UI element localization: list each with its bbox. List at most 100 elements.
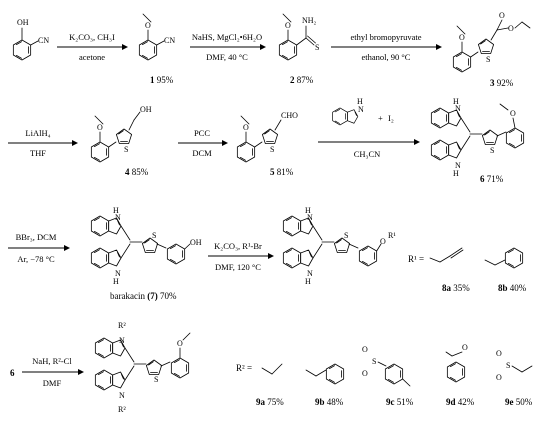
compound-8a-label: 8a 35% <box>442 283 470 293</box>
cho-label: CHO <box>281 111 298 120</box>
nh-label: H <box>113 277 119 286</box>
compound-9e-label: 9e 50% <box>505 397 533 407</box>
s-label: S <box>344 231 348 240</box>
r3-below: ethanol, 90 °C <box>362 52 411 62</box>
compound-6-label: 6 71% <box>480 174 504 184</box>
substituent-9c-tosyl: S O O <box>362 345 411 387</box>
arrow-r5: PCC DCM <box>178 128 228 158</box>
substituent-8b-benzyl <box>484 247 524 269</box>
compound-9c-label: 9c 51% <box>386 397 414 407</box>
oh-label: OH <box>17 18 29 27</box>
n-label: N <box>119 391 125 400</box>
r6-below: CH₃CN <box>354 149 381 159</box>
r9-above: NaH, R²-Cl <box>32 356 72 366</box>
n-label: N <box>115 269 121 278</box>
r8-above: K₂CO₃, R¹-Br <box>214 241 262 251</box>
start-phenol: OH CN <box>12 18 49 61</box>
arrow-r1: K₂CO₃, CH₃I acetone <box>57 32 128 62</box>
r5-above: PCC <box>194 128 210 138</box>
arrow-r9: NaH, R²-Cl DMF <box>22 356 84 388</box>
nh-label: H <box>305 277 311 286</box>
o-label: O <box>499 11 505 20</box>
n-label: N <box>455 161 461 170</box>
r2-below: DMF, 40 °C <box>206 52 248 62</box>
r2-above: NaHS, MgCl₂•6H₂O <box>192 32 262 42</box>
substituent-9e-ethylsulfonyl: S O O <box>496 349 533 382</box>
s-label: S <box>124 145 128 154</box>
r4-above: LiAlH₄ <box>25 128 50 138</box>
nh-label: H <box>453 97 459 106</box>
nh-label: H <box>305 206 311 215</box>
substituent-9a-ethyl <box>261 363 283 375</box>
r2-label: R² <box>118 405 126 414</box>
compound-5-structure: O S CHO <box>236 111 298 163</box>
o-label: O <box>362 345 368 354</box>
o-label: O <box>459 33 465 42</box>
r2-definition: R² = <box>236 363 252 373</box>
compound-3-label: 3 92% <box>490 78 514 88</box>
o-label: O <box>496 349 502 358</box>
r7-above: BBr₃, DCM <box>16 232 57 242</box>
s-label: S <box>506 361 510 370</box>
compound-4-label: 4 85% <box>125 167 149 177</box>
compound-6-structure: H N N H S O <box>431 97 525 178</box>
r9-below: DMF <box>43 378 62 388</box>
r8-below: DMF, 120 °C <box>215 262 261 272</box>
arrow-r3: ethyl bromopyruvate ethanol, 90 °C <box>331 32 442 62</box>
n-label: N <box>307 269 313 278</box>
o-label: O <box>380 237 386 246</box>
cn-label: CN <box>164 36 175 45</box>
s-label: S <box>486 55 490 64</box>
substituent-8a-propargyl <box>429 247 464 263</box>
r3-above: ethyl bromopyruvate <box>350 32 421 42</box>
indole-nh-label: H <box>357 97 363 106</box>
r4-below: THF <box>30 148 46 158</box>
compound-9a-label: 9a 75% <box>256 397 284 407</box>
nh2-label: NH₂ <box>302 16 317 25</box>
substituent-9b-benzyl <box>305 363 345 385</box>
r1-above: K₂CO₃, CH₃I <box>69 32 115 42</box>
r1-below: acetone <box>79 52 105 62</box>
o-label: O <box>145 21 151 30</box>
s-label: S <box>270 145 274 154</box>
reactant-6-label: 6 <box>10 368 15 378</box>
n-label: N <box>115 213 121 222</box>
oh-label: OH <box>140 105 152 114</box>
arrow-r6: H N + I₂ CH₃CN <box>318 97 420 159</box>
o-label: O <box>285 21 291 30</box>
r7-below: Ar, −78 °C <box>17 254 55 264</box>
arrow-r2: NaHS, MgCl₂•6H₂O DMF, 40 °C <box>190 32 266 62</box>
s-label: S <box>490 146 494 155</box>
o-label: O <box>508 24 514 33</box>
plus-sign: + <box>378 113 383 123</box>
s-label: S <box>154 375 158 384</box>
compound-3-structure: O S O O <box>452 11 531 73</box>
compound-9d-label: 9d 42% <box>446 397 475 407</box>
o-label: O <box>97 123 103 132</box>
compound-7-structure: H N N H S OH <box>91 206 202 286</box>
compound-7-label: barakacin (7) 70% <box>110 291 177 301</box>
indole-n-label: N <box>358 105 364 114</box>
r1-label: R¹ <box>388 231 396 240</box>
compound-2-label: 2 87% <box>290 75 314 85</box>
compound-5-label: 5 81% <box>270 167 294 177</box>
r2-label: R² <box>118 321 126 330</box>
o-label: O <box>462 343 468 352</box>
o-label: O <box>177 339 183 348</box>
s-label: S <box>372 357 376 366</box>
r1-definition: R¹ = <box>408 254 424 264</box>
compound-1-label: 1 95% <box>150 75 174 85</box>
s-label: S <box>152 231 156 240</box>
r5-below: DCM <box>192 148 212 158</box>
nh-label: H <box>453 169 459 178</box>
o-label: O <box>243 123 249 132</box>
o-label: O <box>510 109 516 118</box>
compound-1-structure: O CN <box>138 13 175 61</box>
compound-2-structure: O NH₂ S <box>278 13 319 61</box>
n-label: N <box>455 104 461 113</box>
arrow-r8: K₂CO₃, R¹-Br DMF, 120 °C <box>208 241 274 272</box>
o-label: O <box>362 369 368 378</box>
n-label: N <box>307 213 313 222</box>
compound-9-structure: R² N N R² S O <box>95 321 191 414</box>
nh-label: H <box>113 206 119 215</box>
